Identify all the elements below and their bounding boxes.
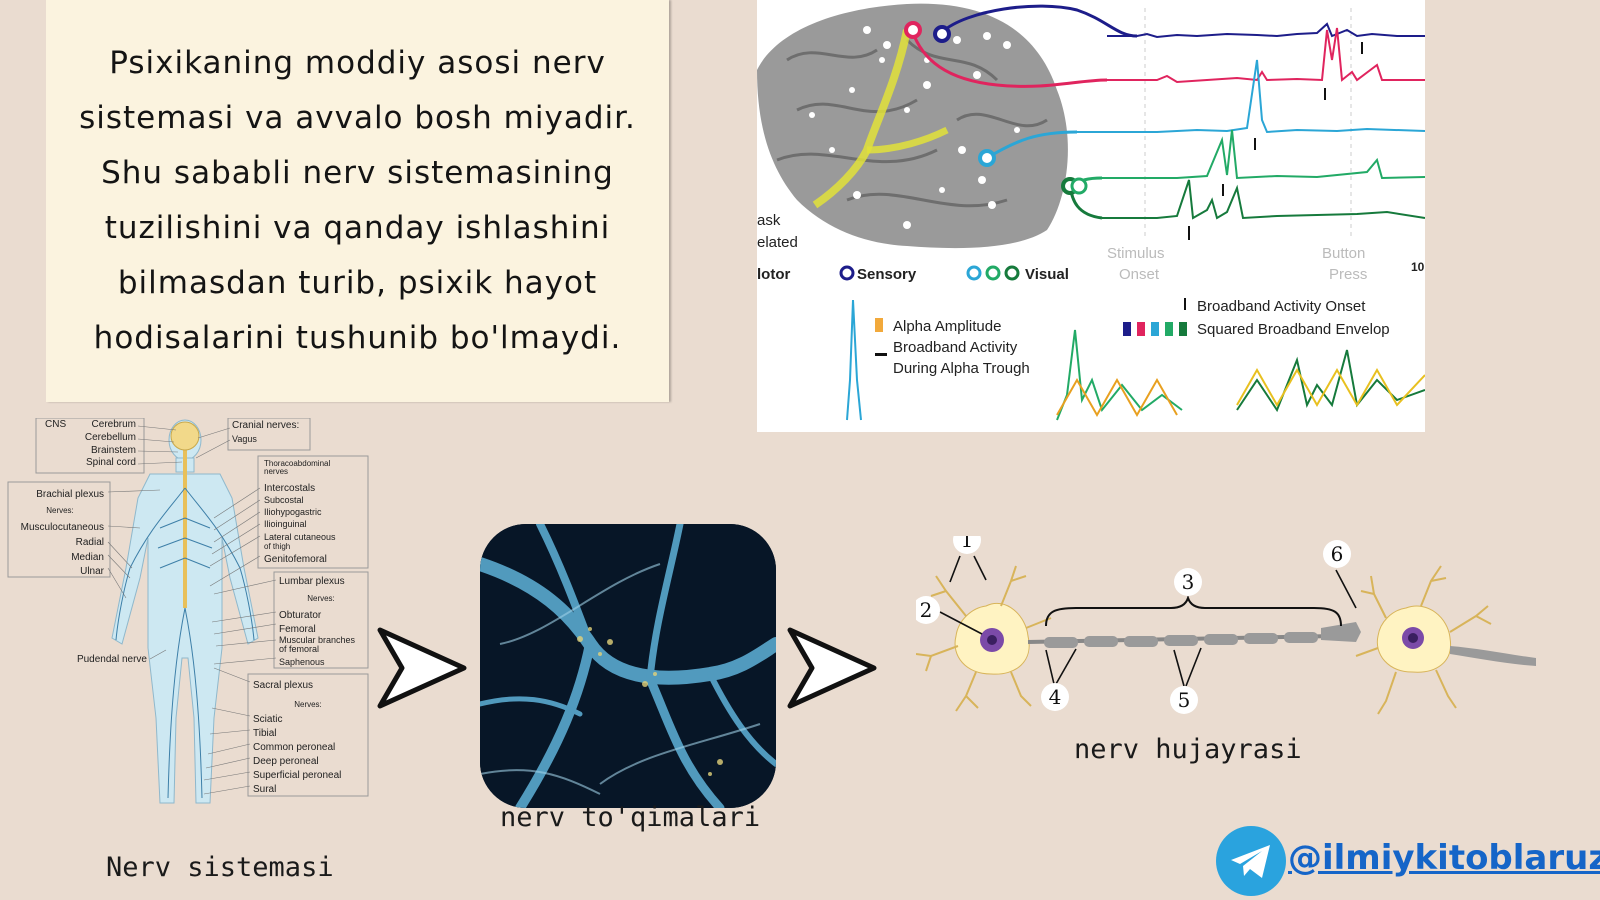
label-genitofemoral: Genitofemoral — [264, 554, 327, 565]
stimulus-label-1: Stimulus — [1107, 245, 1165, 262]
label-thoracoabdominal: Thoracoabdominal — [264, 459, 330, 468]
label-muscular-branches: Muscular branches — [279, 635, 356, 645]
button-label-1: Button — [1322, 245, 1365, 262]
label-cranial-nerves: Cranial nerves: — [232, 420, 299, 431]
label-cns: CNS — [45, 419, 66, 430]
arrow-right-icon — [787, 627, 877, 709]
telegram-handle-link[interactable]: @ilmiykitoblaruz — [1288, 838, 1600, 878]
neuron-number-4: 4 — [1049, 685, 1062, 709]
stimulus-label-2: Onset — [1119, 266, 1160, 283]
fragment-ask: ask — [757, 212, 781, 229]
neuron-number-2: 2 — [920, 598, 933, 622]
neuron-number-1: 1 — [961, 536, 974, 552]
label-sacral-plexus: Sacral plexus — [253, 680, 313, 691]
legend-sensory: Sensory — [857, 266, 917, 283]
brain-activity-figure: ask elated lotor Sensory Visual Stimulus… — [757, 0, 1425, 432]
broadband-trough-label-1: Broadband Activity — [893, 339, 1018, 356]
label-lateral-cutaneous: Lateral cutaneous — [264, 532, 336, 542]
electrode-leads — [910, 4, 1138, 220]
label-radial: Radial — [76, 537, 104, 548]
caption-nerve-tissue: nerv to'qimalari — [500, 802, 761, 833]
label-musculocutaneous: Musculocutaneous — [21, 522, 104, 533]
label-nerves-sacral: Nerves: — [294, 700, 322, 709]
alpha-trace-samples — [846, 299, 1425, 421]
neuron-number-6: 6 — [1331, 542, 1344, 566]
neuron-number-3: 3 — [1182, 570, 1195, 594]
eeg-traces — [1077, 22, 1425, 220]
neuron-cell-body-1 — [916, 565, 1052, 712]
label-nerves-lumbar: Nerves: — [307, 594, 335, 603]
label-spinal-cord: Spinal cord — [86, 457, 136, 468]
label-ilioinguinal: Ilioinguinal — [264, 519, 307, 529]
label-subcostal: Subcostal — [264, 495, 304, 505]
label-femoral: Femoral — [279, 624, 316, 635]
arrow-right-icon — [377, 627, 467, 709]
label-lumbar-plexus: Lumbar plexus — [279, 576, 345, 587]
label-deep-peroneal: Deep peroneal — [253, 756, 319, 767]
label-thoraco-nerves: nerves — [264, 467, 288, 476]
label-intercostals: Intercostals — [264, 483, 315, 494]
label-nerves-left: Nerves: — [46, 506, 74, 515]
label-cerebellum: Cerebellum — [85, 432, 136, 443]
label-obturator: Obturator — [279, 610, 322, 621]
label-vagus: Vagus — [232, 434, 257, 444]
label-cerebrum: Cerebrum — [92, 419, 136, 430]
axon — [1027, 622, 1361, 648]
squared-envelope-label: Squared Broadband Envelop — [1197, 321, 1390, 338]
button-label-2: Press — [1329, 266, 1367, 283]
neuron-cell-body-2 — [1355, 565, 1536, 715]
label-brachial-plexus: Brachial plexus — [36, 489, 104, 500]
label-iliohypogastric: Iliohypogastric — [264, 507, 322, 517]
caption-nerve-cell: nerv hujayrasi — [1074, 734, 1302, 765]
label-brainstem: Brainstem — [91, 445, 136, 456]
caption-nervous-system: Nerv sistemasi — [106, 852, 334, 883]
nerve-tissue-svg — [480, 524, 776, 808]
quote-text: Psixikaning moddiy asosi nerv sistemasi … — [79, 45, 636, 356]
quote-panel: Psixikaning moddiy asosi nerv sistemasi … — [46, 0, 669, 402]
telegram-icon[interactable] — [1216, 826, 1286, 896]
label-superficial-peroneal: Superficial peroneal — [253, 770, 341, 781]
label-pudendal-nerve: Pudendal nerve — [77, 654, 147, 665]
neuron-diagram: 1 2 3 4 5 6 — [916, 536, 1536, 715]
onset-arrows — [1188, 42, 1363, 240]
alpha-amplitude-label: Alpha Amplitude — [893, 318, 1001, 335]
legend-swatches — [875, 318, 1187, 356]
broadband-trough-label-2: During Alpha Trough — [893, 360, 1030, 377]
nervous-system-diagram: CNS Cerebrum Cerebellum Brainstem Spinal… — [7, 418, 369, 804]
label-of-thigh: of thigh — [264, 542, 290, 551]
label-tibial: Tibial — [253, 728, 277, 739]
label-saphenous: Saphenous — [279, 657, 325, 667]
broadband-onset-label: Broadband Activity Onset — [1197, 298, 1366, 315]
label-of-femoral: of femoral — [279, 644, 319, 654]
brain-figure-svg: ask elated lotor Sensory Visual Stimulus… — [757, 3, 1425, 421]
legend-motor: lotor — [757, 266, 790, 283]
paper-plane-icon — [1231, 845, 1270, 878]
nerve-tissue-photo — [480, 524, 776, 808]
neuron-number-5: 5 — [1178, 688, 1191, 712]
label-sural: Sural — [253, 784, 276, 795]
corner-number: 10 — [1411, 260, 1425, 274]
label-median: Median — [71, 552, 104, 563]
legend-visual: Visual — [1025, 266, 1069, 283]
label-sciatic: Sciatic — [253, 714, 282, 725]
label-common-peroneal: Common peroneal — [253, 742, 335, 753]
label-ulnar: Ulnar — [80, 566, 105, 577]
fragment-elated: elated — [757, 234, 798, 251]
